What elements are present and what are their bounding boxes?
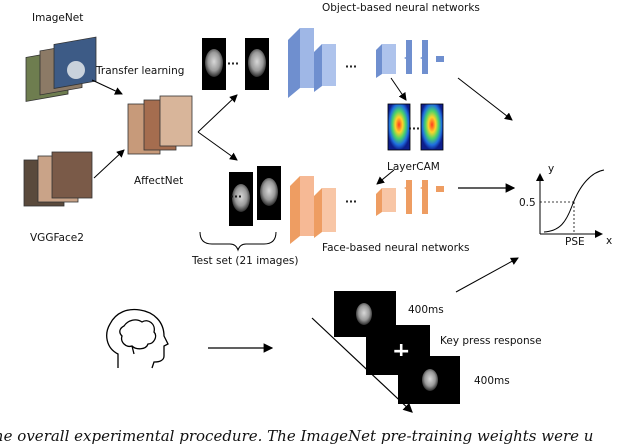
time-arrow: [311, 317, 413, 413]
face-net-ellipsis: ···: [345, 196, 357, 208]
affectnet-image-stack: [127, 95, 193, 155]
arrow-vggface2-affectnet: [93, 149, 125, 179]
object-network: [288, 28, 444, 98]
face-faces-ellipsis: ···: [230, 191, 242, 203]
first-duration-label: 400ms: [408, 304, 444, 316]
vggface2-label: VGGFace2: [30, 232, 84, 244]
test-set-label: Test set (21 images): [191, 255, 298, 267]
key-press-label: Key press response: [440, 335, 542, 347]
layercam-label: LayerCAM: [387, 161, 440, 173]
y-tick-label: 0.5: [519, 197, 536, 209]
face-network: [290, 176, 444, 244]
face-test-faces: [229, 166, 281, 226]
x-tick-label: PSE: [565, 236, 585, 248]
psychometric-curve: [543, 169, 605, 233]
layercam-heatmaps: [387, 103, 444, 151]
transfer-learning-label: Transfer learning: [95, 65, 184, 77]
object-test-faces: [202, 38, 269, 90]
object-faces-ellipsis: ···: [227, 58, 239, 70]
imagenet-label: ImageNet: [32, 12, 83, 24]
imagenet-image-stack: [25, 36, 97, 102]
arrow-affectnet-object: [197, 94, 238, 133]
human-brain-icon: [106, 308, 169, 369]
arrow-affectnet-face: [197, 131, 238, 161]
figure-caption: he overall experimental procedure. The I…: [0, 427, 594, 445]
arrow-object-to-curve: [457, 77, 513, 121]
arrow-object-layercam: [390, 77, 407, 101]
x-axis-label: x: [606, 235, 612, 247]
y-axis-label: y: [548, 163, 554, 175]
object-net-title: Object-based neural networks: [322, 2, 480, 14]
arrow-imagenet-affectnet: [91, 79, 123, 95]
arrow-human-to-curve: [455, 257, 519, 293]
face-net-title: Face-based neural networks: [322, 242, 469, 254]
stimulus-screen-2: [398, 356, 460, 404]
layercam-ellipsis: ···: [408, 123, 420, 135]
vggface2-image-stack: [23, 151, 93, 207]
arrow-face-layercam: [376, 169, 395, 185]
test-set-brace: [199, 231, 277, 252]
object-net-ellipsis: ···: [345, 61, 357, 73]
psychometric-plot: [536, 169, 605, 238]
second-duration-label: 400ms: [474, 375, 510, 387]
affectnet-label: AffectNet: [134, 175, 183, 187]
